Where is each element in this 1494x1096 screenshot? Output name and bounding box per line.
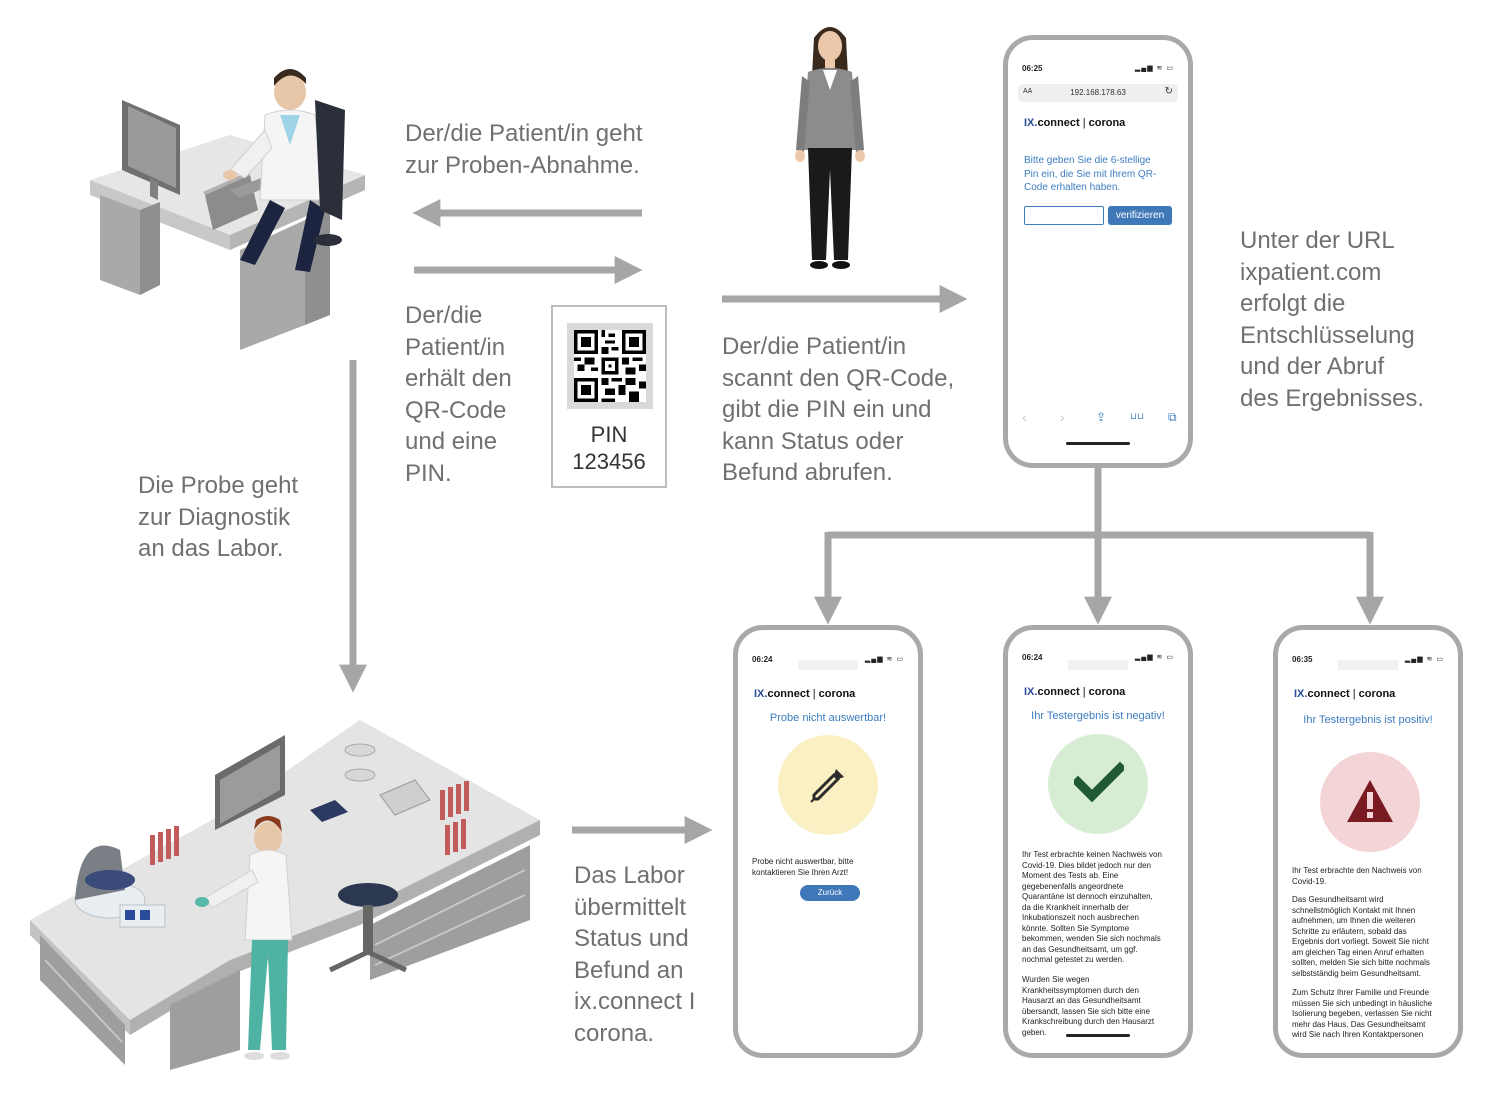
- address-bar[interactable]: AA 192.168.178.63 ↻: [1018, 84, 1178, 102]
- home-indicator: [1066, 1034, 1130, 1037]
- brand-logo: IX.connect | corona: [1024, 117, 1125, 129]
- step-to-lab-text: Die Probe geht zur Diagnostik an das Lab…: [138, 472, 299, 562]
- result-paragraph-3: Zum Schutz Ihrer Familie und Freunde müs…: [1292, 988, 1433, 1039]
- brand-logo: IX.connect | corona: [754, 688, 855, 700]
- status-time: 06:24: [752, 655, 773, 664]
- status-icons: ▂▄▆ ≋ ▭: [864, 656, 904, 663]
- warning-icon: [1347, 780, 1393, 822]
- browser-toolbar: ‹ › ⇪ ⊔⊔ ⧉: [1008, 405, 1188, 433]
- brand-separator: |: [1082, 117, 1086, 129]
- patient-illustration: [795, 27, 865, 269]
- qr-code-icon: [574, 330, 646, 402]
- step-scans-qr-text: Der/die Patient/in scannt den QR-Code, g…: [722, 333, 955, 486]
- result-heading: Ihr Testergebnis ist negativ!: [1031, 710, 1165, 722]
- notch: [1068, 660, 1128, 670]
- result-paragraph-2: Wurden Sie wegen Krankheitssymptomen dur…: [1022, 975, 1155, 1037]
- qr-pin-card: PIN 123456: [551, 305, 667, 488]
- brand-prefix: IX.: [1024, 686, 1038, 698]
- phone-result-positive: 06:35 ▂▄▆ ≋ ▭ IX.connect | corona Ihr Te…: [1273, 625, 1463, 1058]
- back-button[interactable]: Zurück: [800, 885, 860, 901]
- result-heading: Probe nicht auswertbar!: [769, 712, 887, 724]
- url-text: 192.168.178.63: [1070, 88, 1126, 97]
- status-icons: ▂▄▆ ≋ ▭: [1134, 654, 1174, 661]
- pin-label: PIN: [590, 422, 628, 447]
- brand-name: connect: [767, 688, 810, 700]
- notch: [798, 660, 858, 670]
- status-icons: ▂▄▆ ≋ ▭: [1404, 656, 1444, 663]
- step-to-sample-text: Der/die Patient/in geht zur Proben-Abnah…: [405, 120, 643, 179]
- pin-input[interactable]: [1024, 206, 1104, 225]
- brand-prefix: IX.: [1024, 117, 1038, 129]
- brand-name: connect: [1307, 688, 1350, 700]
- brand-product: corona: [1088, 686, 1126, 698]
- result-message: Probe nicht auswertbar, bitte kontaktier…: [752, 857, 854, 877]
- brand-product: corona: [1088, 117, 1126, 129]
- brand-separator: |: [812, 688, 816, 700]
- back-icon[interactable]: ‹: [1022, 409, 1027, 425]
- doctor-desk-illustration: [90, 69, 365, 350]
- step-url-info-text: Unter der URL ixpatient.com erfolgt die …: [1240, 227, 1425, 412]
- phone-result-negative: 06:24 ▂▄▆ ≋ ▭ IX.connect | corona Ihr Te…: [1003, 625, 1193, 1058]
- step-gets-qr-text: Der/die Patient/in erhält den QR-Code un…: [405, 302, 512, 487]
- pin-value: 123456: [572, 449, 646, 474]
- brand-product: corona: [1358, 688, 1396, 700]
- status-time: 06:24: [1022, 653, 1043, 662]
- result-paragraph-1: Ihr Test erbrachte den Nachweis von Covi…: [1292, 866, 1422, 886]
- result-heading: Ihr Testergebnis ist positiv!: [1303, 714, 1433, 726]
- brand-separator: |: [1352, 688, 1356, 700]
- verify-button[interactable]: verifizieren: [1108, 206, 1172, 225]
- phone-result-invalid: 06:24 ▂▄▆ ≋ ▭ IX.connect | corona Probe …: [733, 625, 923, 1058]
- status-time: 06:35: [1292, 655, 1313, 664]
- qr-code-background: [567, 323, 653, 409]
- status-icons: ▂▄▆ ≋ ▭: [1134, 65, 1174, 72]
- status-time: 06:25: [1022, 64, 1043, 73]
- bookmarks-icon[interactable]: ⊔⊔: [1130, 411, 1145, 421]
- brand-logo: IX.connect | corona: [1024, 686, 1125, 698]
- reload-icon[interactable]: ↻: [1164, 86, 1173, 97]
- share-icon[interactable]: ⇪: [1096, 410, 1107, 424]
- brand-separator: |: [1082, 686, 1086, 698]
- home-indicator: [1066, 442, 1130, 445]
- brand-product: corona: [818, 688, 856, 700]
- text-size-button[interactable]: AA: [1023, 88, 1033, 95]
- pin-prompt-text: Bitte geben Sie die 6-stellige Pin ein, …: [1024, 155, 1157, 193]
- result-paragraph-1: Ihr Test erbrachte keinen Nachweis von C…: [1022, 850, 1162, 964]
- brand-prefix: IX.: [754, 688, 768, 700]
- pipette-icon: [810, 769, 844, 803]
- notch: [1338, 660, 1398, 670]
- brand-logo: IX.connect | corona: [1294, 688, 1395, 700]
- check-icon: [1074, 761, 1124, 803]
- brand-name: connect: [1037, 686, 1080, 698]
- lab-illustration: [30, 720, 540, 1070]
- step-lab-sends-text: Das Labor übermittelt Status und Befund …: [574, 862, 696, 1047]
- phone-pin-entry: 06:25 ▂▄▆ ≋ ▭ AA 192.168.178.63 ↻ IX.con…: [1003, 35, 1193, 468]
- status-circle: [778, 735, 878, 835]
- result-paragraph-2: Das Gesundheitsamt wird schnellstmöglich…: [1292, 895, 1430, 978]
- brand-prefix: IX.: [1294, 688, 1308, 700]
- tabs-icon[interactable]: ⧉: [1168, 410, 1177, 424]
- brand-name: connect: [1037, 117, 1080, 129]
- forward-icon[interactable]: ›: [1060, 409, 1065, 425]
